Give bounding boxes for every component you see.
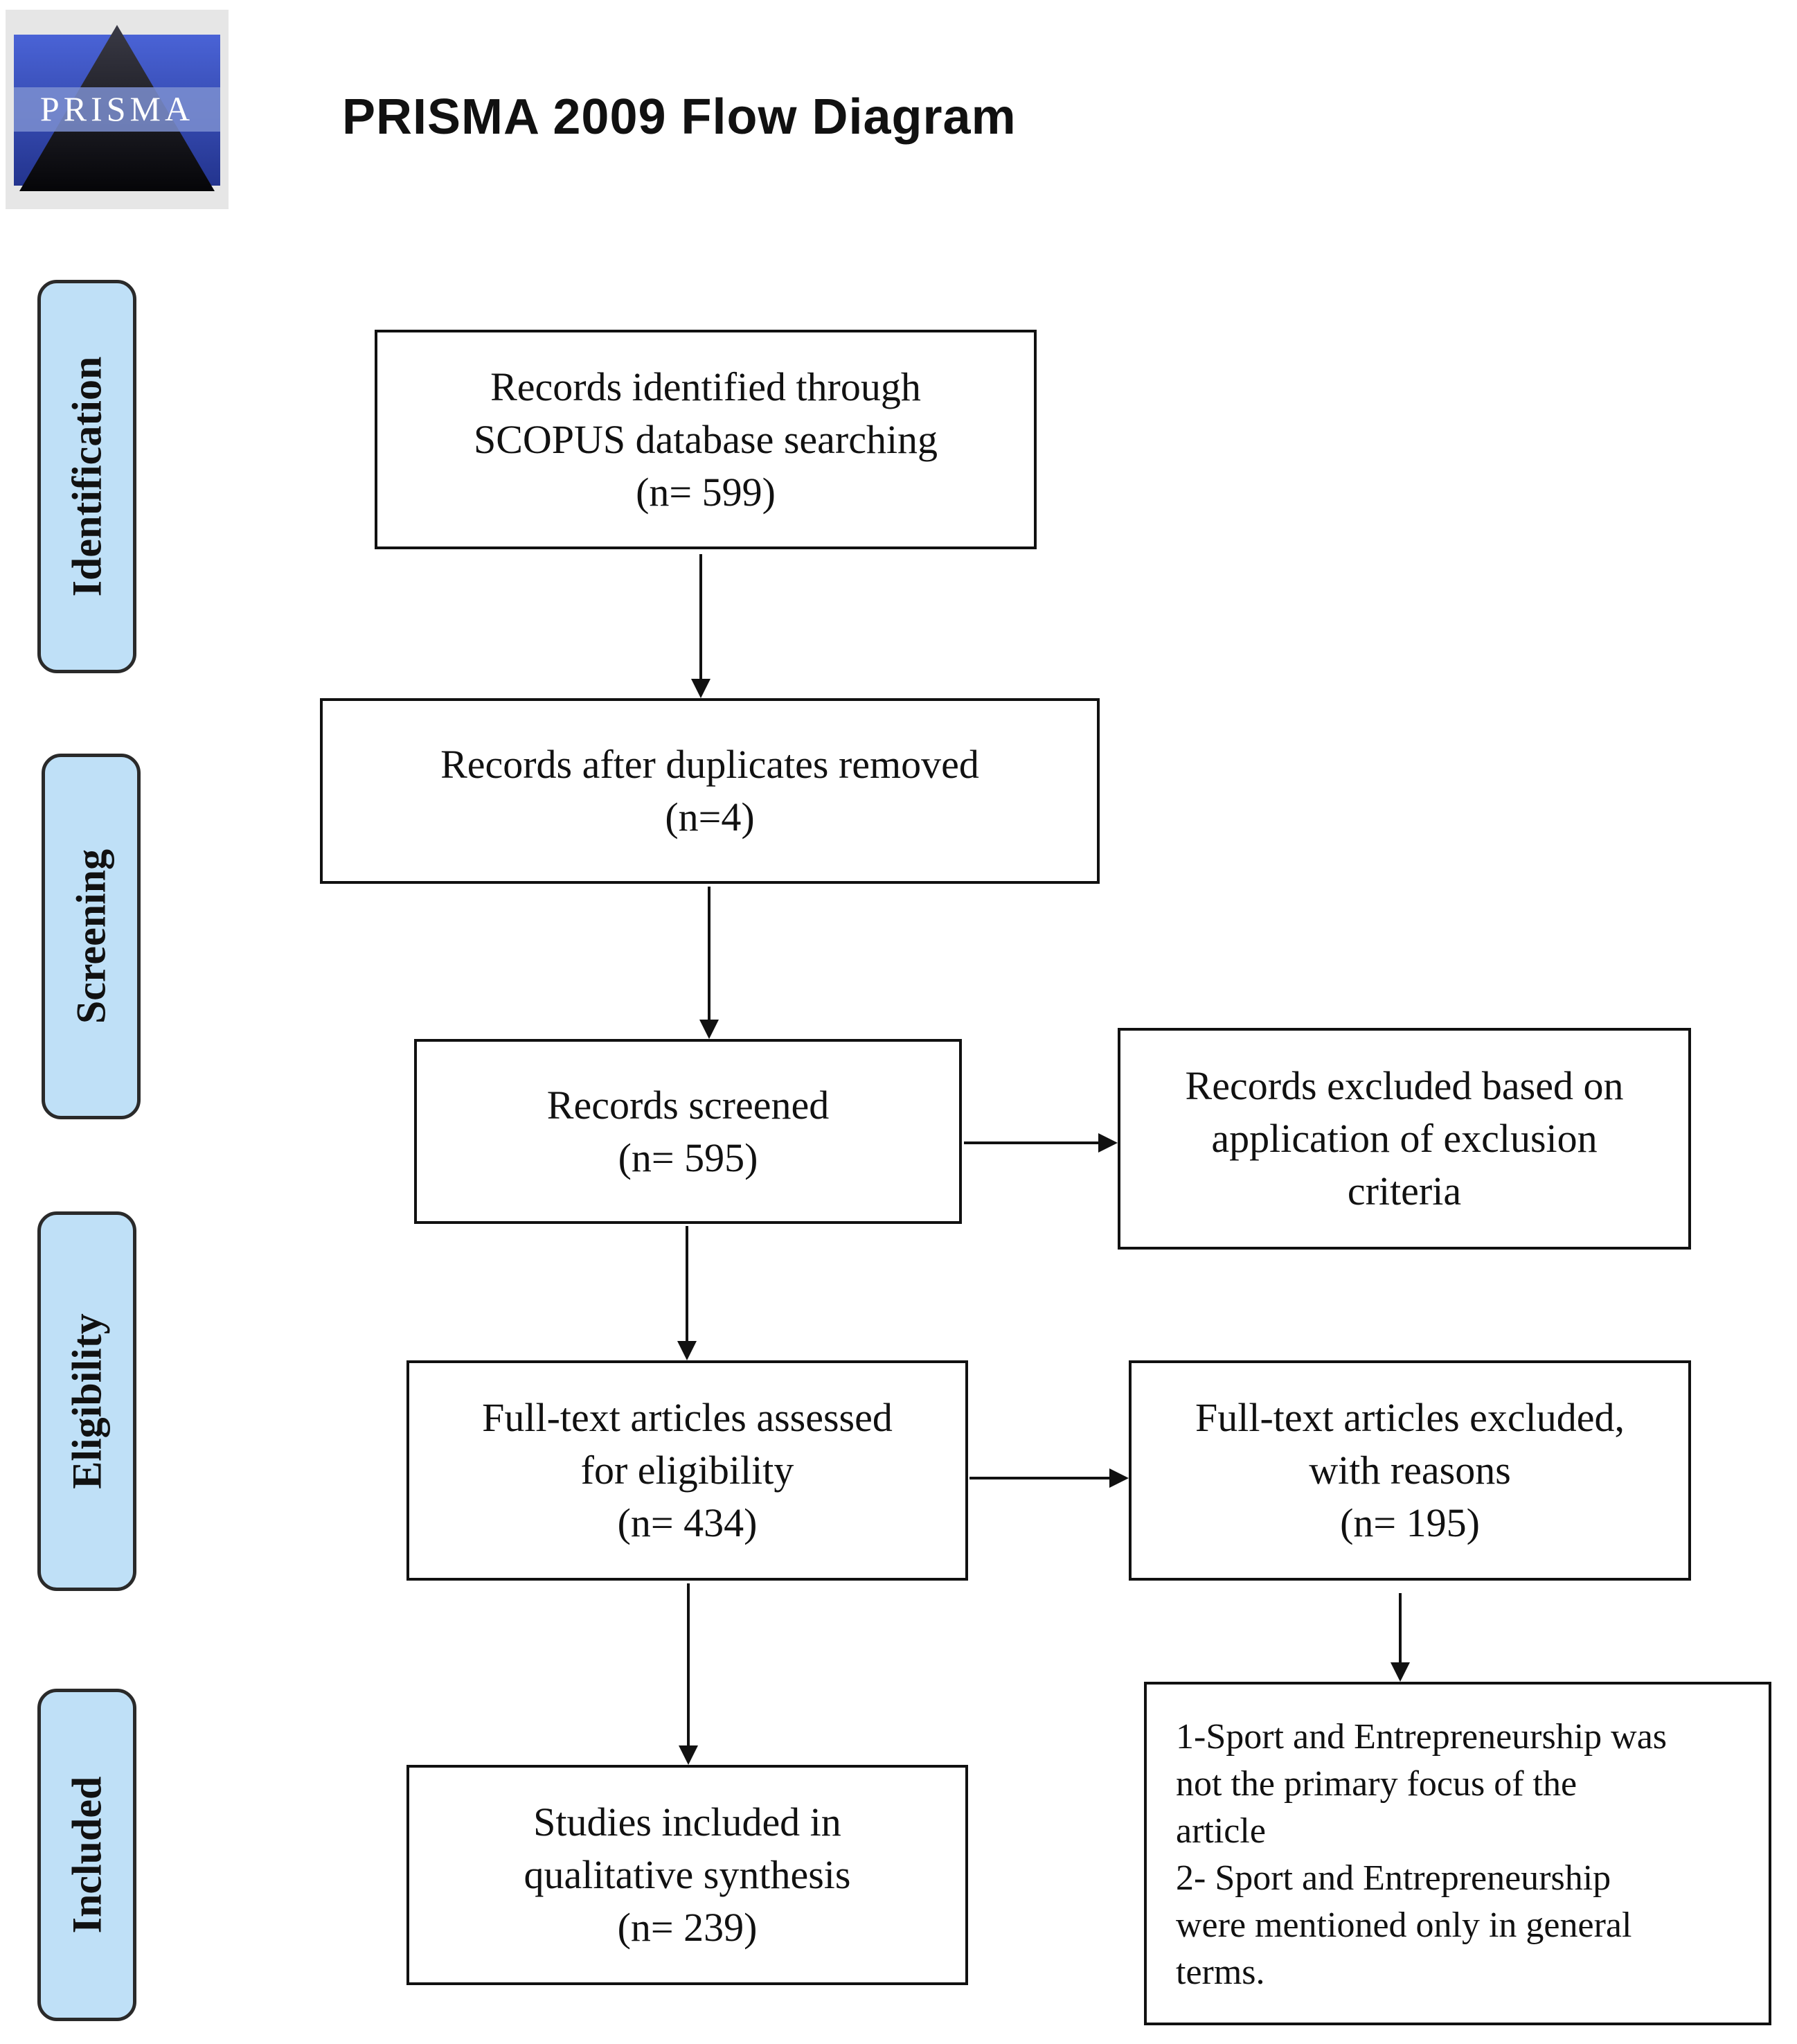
- stage-eligibility: Eligibility: [37, 1211, 136, 1591]
- box-fulltext-assessed: Full-text articles assessed for eligibil…: [406, 1360, 968, 1581]
- box-line: Records identified through: [490, 364, 921, 409]
- box-line: (n= 434): [617, 1500, 758, 1545]
- page-title: PRISMA 2009 Flow Diagram: [342, 89, 1017, 145]
- box-line: article: [1176, 1811, 1266, 1851]
- box-line: (n= 239): [617, 1905, 758, 1950]
- box-line: Records after duplicates removed: [440, 742, 979, 787]
- box-line: 2- Sport and Entrepreneurship: [1176, 1858, 1611, 1898]
- stage-identification: Identification: [37, 280, 136, 673]
- box-fulltext-excluded: Full-text articles excluded, with reason…: [1129, 1360, 1691, 1581]
- box-line: criteria: [1347, 1168, 1462, 1214]
- arrow-screened-to-fulltext: [677, 1226, 697, 1360]
- box-line: qualitative synthesis: [524, 1852, 851, 1897]
- arrow-identified-to-duplicates: [691, 554, 710, 698]
- box-line: not the primary focus of the: [1176, 1764, 1577, 1804]
- logo-text: PRISMA: [40, 89, 194, 128]
- box-line: Full-text articles excluded,: [1195, 1395, 1625, 1440]
- box-line: Records excluded based on: [1185, 1063, 1624, 1108]
- stage-included-label: Included: [64, 1776, 109, 1934]
- box-records-identified: Records identified through SCOPUS databa…: [375, 330, 1037, 549]
- stage-identification-label: Identification: [64, 356, 109, 597]
- stage-included: Included: [37, 1689, 136, 2021]
- prisma-pyramid-logo-icon: PRISMA: [6, 10, 229, 209]
- box-line: (n= 599): [636, 469, 776, 515]
- box-line: (n= 195): [1340, 1500, 1480, 1545]
- arrow-fulltext-to-included: [679, 1583, 698, 1765]
- box-line: Records screened: [546, 1082, 830, 1128]
- box-line: (n=4): [665, 794, 755, 839]
- box-line: (n= 595): [618, 1135, 758, 1180]
- arrow-screened-to-excluded: [964, 1133, 1118, 1153]
- box-line: were mentioned only in general: [1176, 1905, 1632, 1945]
- stage-eligibility-label: Eligibility: [64, 1313, 109, 1489]
- box-line: Studies included in: [533, 1799, 841, 1845]
- box-line: 1-Sport and Entrepreneurship was: [1176, 1717, 1668, 1757]
- box-line: Full-text articles assessed: [482, 1395, 893, 1440]
- box-line: SCOPUS database searching: [473, 416, 938, 462]
- box-records-screened: Records screened (n= 595): [414, 1039, 962, 1224]
- arrow-fulltext-to-excluded: [969, 1468, 1129, 1488]
- arrow-excluded-to-reasons: [1391, 1593, 1410, 1682]
- box-line: terms.: [1176, 1953, 1265, 1992]
- box-duplicates-removed: Records after duplicates removed (n=4): [320, 698, 1100, 884]
- box-line: for eligibility: [580, 1448, 794, 1493]
- box-line: application of exclusion: [1211, 1116, 1598, 1161]
- arrow-duplicates-to-screened: [699, 887, 719, 1039]
- stage-screening-label: Screening: [68, 848, 114, 1024]
- box-line: with reasons: [1309, 1448, 1511, 1493]
- box-records-excluded: Records excluded based on application of…: [1118, 1028, 1691, 1250]
- box-exclusion-reasons: 1-Sport and Entrepreneurship was not the…: [1144, 1682, 1771, 2025]
- stage-screening: Screening: [42, 754, 141, 1119]
- box-studies-included: Studies included in qualitative synthesi…: [406, 1765, 968, 1985]
